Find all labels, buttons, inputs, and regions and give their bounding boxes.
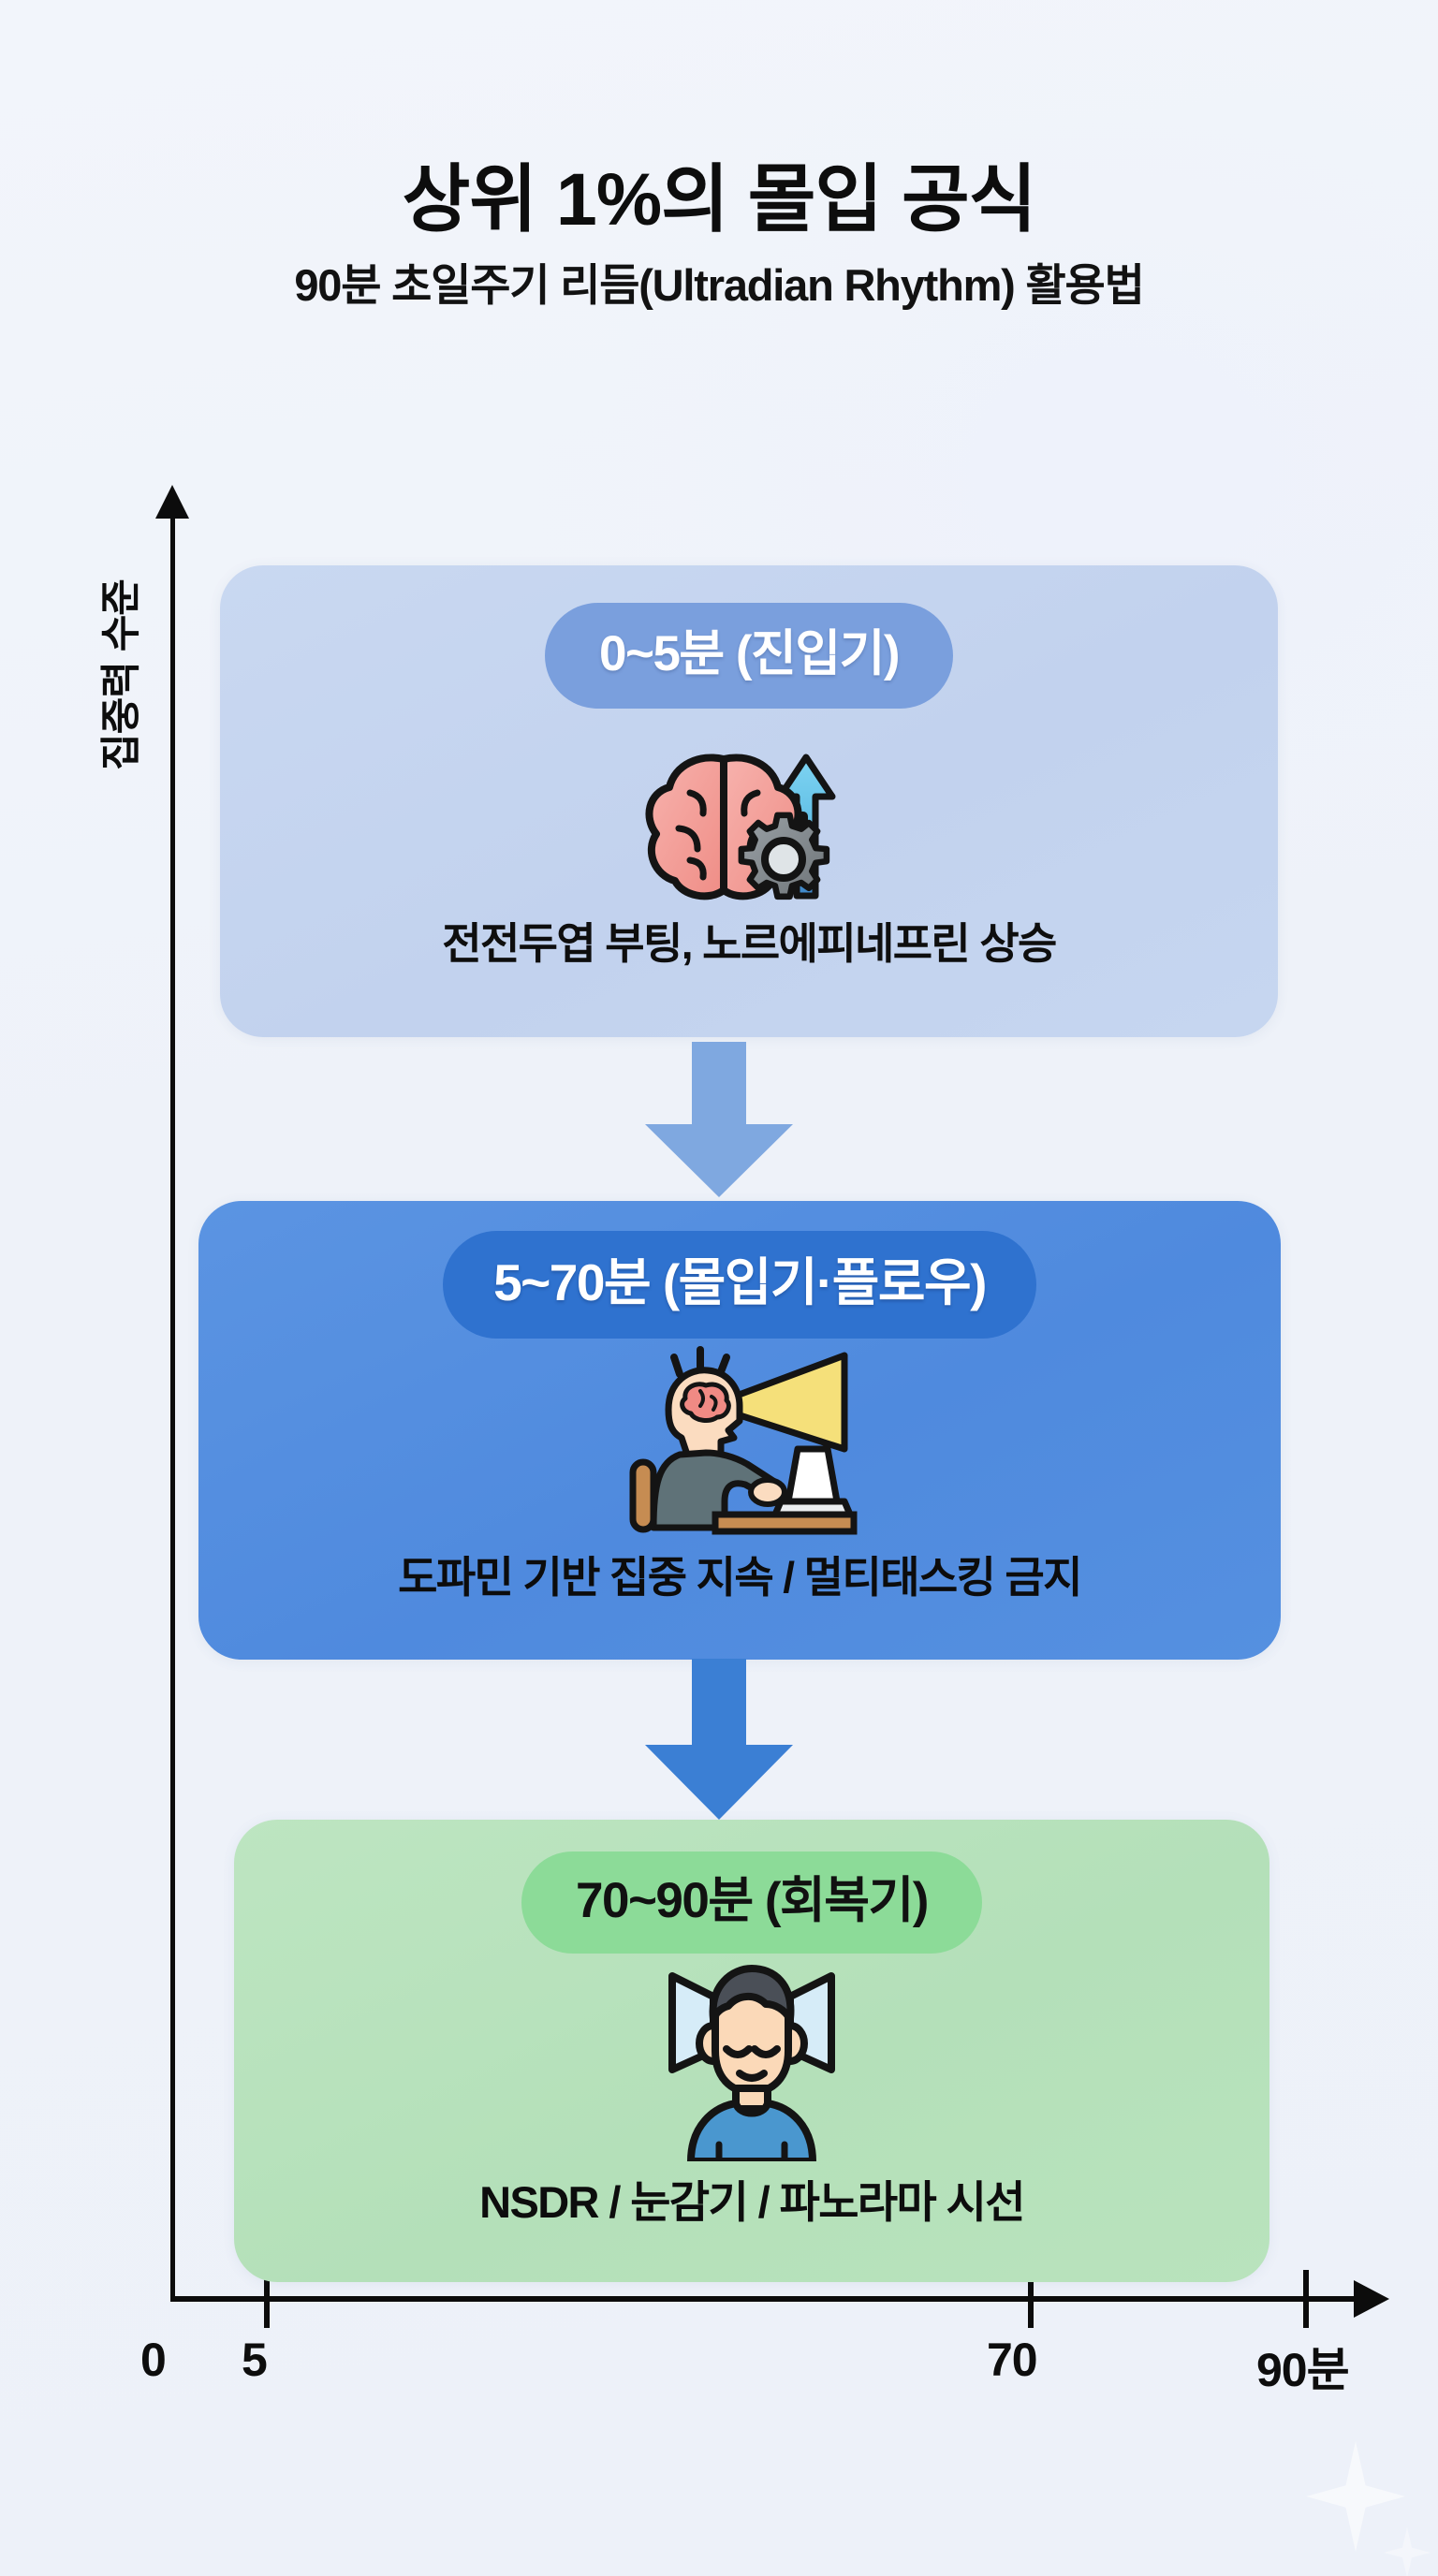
phase-card-entry: 0~5분 (진입기) [220,565,1278,1037]
header: 상위 1%의 몰입 공식 90분 초일주기 리듬(Ultradian Rhyth… [0,0,1438,310]
phase-badge: 5~70분 (몰입기·플로우) [443,1231,1036,1339]
person-eyes-closed-panorama-icon [234,1961,1269,2161]
y-axis-arrow-icon [155,485,189,519]
phase-badge: 70~90분 (회복기) [521,1852,982,1954]
y-axis-label: 집중력 수준 [99,579,144,770]
phase-caption: NSDR / 눈감기 / 파노라마 시선 [479,2177,1025,2227]
x-axis-tick-label: 70 [987,2334,1038,2386]
x-axis-tick-label: 5 [242,2334,268,2386]
x-axis-tick-label: 90분 [1256,2344,1350,2396]
down-arrow-icon [628,1042,810,1206]
sparkle-icon [1384,2527,1431,2576]
person-laptop-focus-beam-icon [198,1344,1281,1535]
sparkle-icon [1306,2441,1405,2552]
x-axis-tick-label: 0 [140,2334,167,2386]
y-axis-line [170,504,175,2301]
page-title: 상위 1%의 몰입 공식 [402,157,1037,241]
phase-card-recovery: 70~90분 (회복기) [234,1820,1269,2282]
x-axis-tick [1303,2270,1309,2328]
phase-badge: 0~5분 (진입기) [545,603,953,709]
x-axis-arrow-icon [1354,2280,1389,2318]
phase-caption: 전전두엽 부팅, 노르에피네프린 상승 [442,919,1057,968]
x-axis-tick [264,2270,270,2328]
page-subtitle: 90분 초일주기 리듬(Ultradian Rhythm) 활용법 [294,259,1144,310]
x-axis-line [170,2296,1358,2302]
phase-card-flow: 5~70분 (몰입기·플로우) [198,1201,1281,1660]
phase-caption: 도파민 기반 집중 지속 / 멀티태스킹 금지 [398,1553,1082,1602]
down-arrow-icon [628,1659,810,1828]
brain-gear-uparrow-icon [220,722,1278,905]
x-axis-tick [1028,2270,1034,2328]
